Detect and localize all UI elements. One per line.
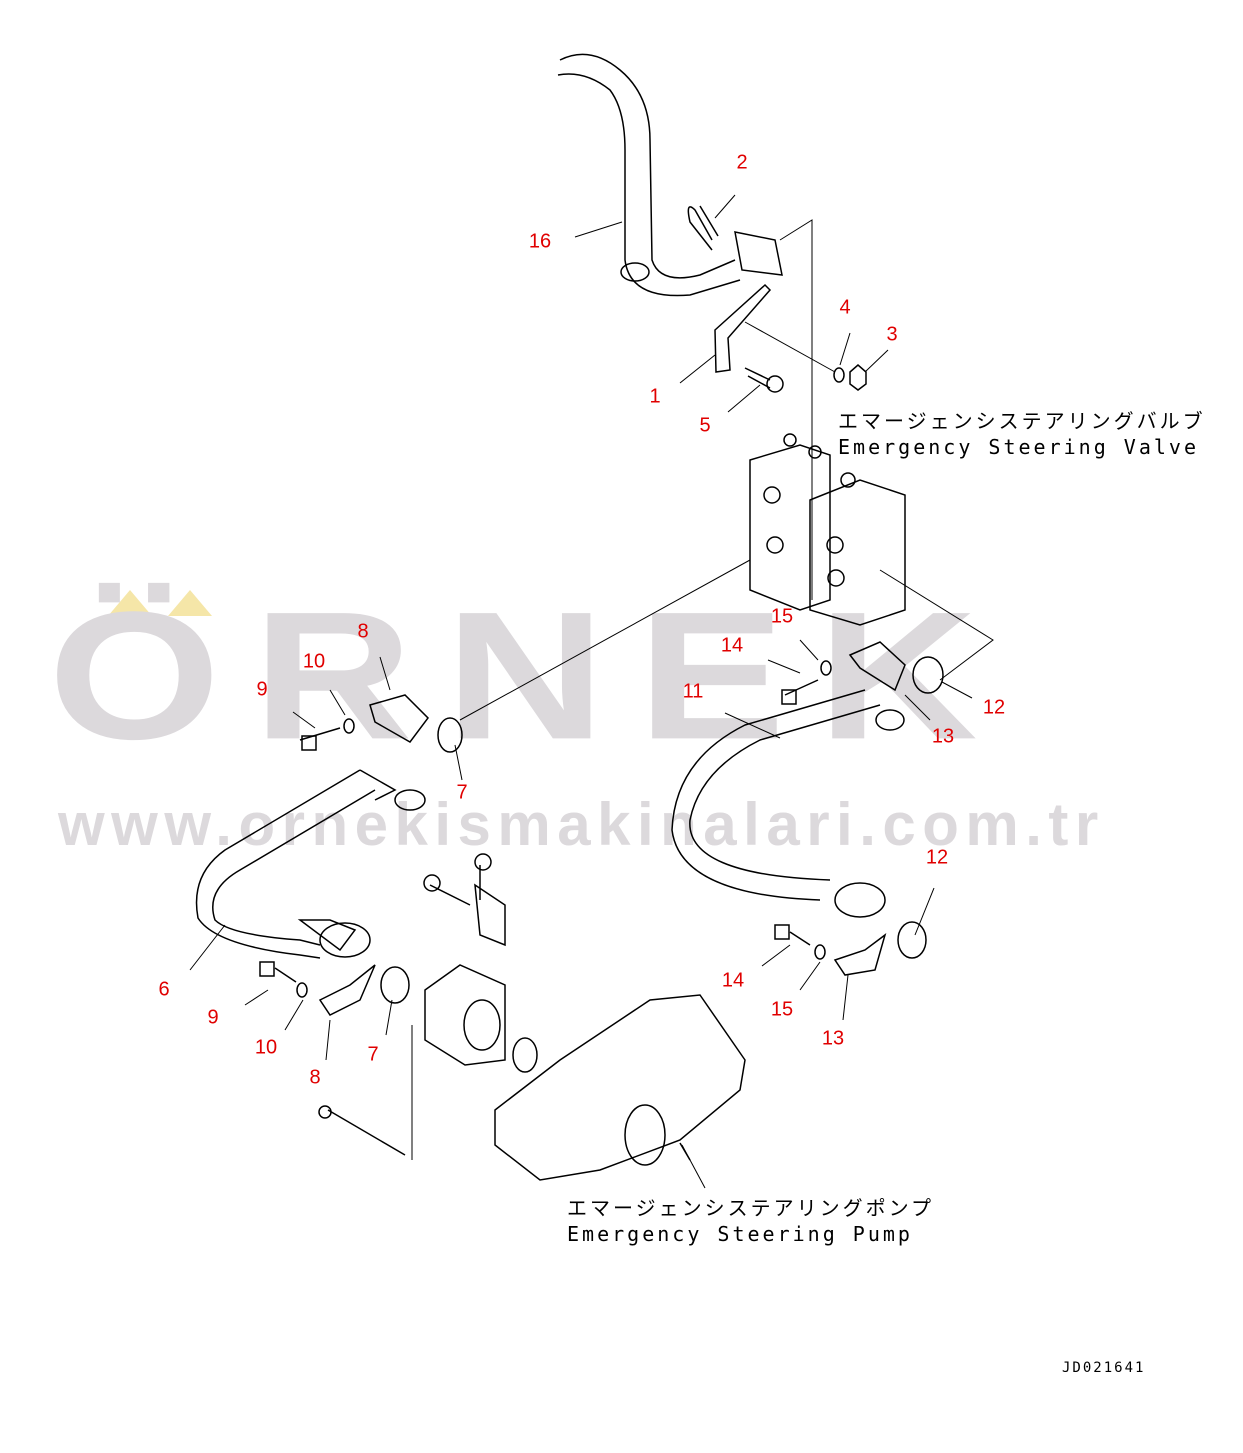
- valve-caption-jp: エマージェンシステアリングバルブ: [838, 409, 1206, 433]
- callout-label: 13: [821, 1027, 845, 1050]
- pipe-11: [671, 689, 905, 918]
- callout-label: 7: [456, 781, 468, 804]
- pump-caption-en: Emergency Steering Pump: [567, 1222, 913, 1246]
- callout-label: 8: [309, 1066, 321, 1089]
- bracket-1: [714, 283, 772, 373]
- washer-4: [833, 367, 845, 383]
- callout-label: 15: [770, 605, 794, 628]
- watermark-logo: ÖRNEK: [48, 574, 1010, 778]
- callout-label: 13: [931, 725, 955, 748]
- emergency-steering-valve: [749, 433, 906, 626]
- pump-caption: エマージェンシステアリングポンプ Emergency Steering Pump: [567, 1195, 934, 1247]
- callout-label: 4: [839, 296, 851, 319]
- drawing-id: JD021641: [1062, 1360, 1146, 1376]
- fittings: [259, 641, 944, 1016]
- callout-label: 12: [982, 696, 1006, 719]
- callout-label: 2: [736, 151, 748, 174]
- emergency-steering-pump: [318, 853, 746, 1181]
- callout-label: 12: [925, 846, 949, 869]
- callout-label: 6: [158, 978, 170, 1001]
- valve-caption-en: Emergency Steering Valve: [838, 435, 1199, 459]
- pump-caption-jp: エマージェンシステアリングポンプ: [567, 1196, 934, 1220]
- callout-label: 15: [770, 998, 794, 1021]
- callout-label: 5: [699, 414, 711, 437]
- callout-label: 1: [649, 385, 661, 408]
- callout-label: 9: [256, 678, 268, 701]
- callout-label: 8: [357, 620, 369, 643]
- callout-label: 7: [367, 1043, 379, 1066]
- pipe-6: [195, 769, 426, 959]
- callout-label: 10: [302, 650, 326, 673]
- callout-label: 3: [886, 323, 898, 346]
- pipe-16: [557, 53, 783, 297]
- callout-label: 11: [682, 680, 704, 703]
- callout-label: 14: [721, 969, 745, 992]
- nut-3: [849, 364, 867, 391]
- callout-label: 10: [254, 1036, 278, 1059]
- callout-label: 16: [528, 230, 552, 253]
- bolt-5: [744, 367, 784, 393]
- valve-caption: エマージェンシステアリングバルブ Emergency Steering Valv…: [838, 408, 1206, 460]
- leader-lines: [189, 194, 994, 1189]
- watermark-accent: [108, 590, 152, 616]
- u-bolt-2: [687, 205, 719, 251]
- watermark-accent: [168, 590, 212, 616]
- callout-label: 14: [720, 634, 744, 657]
- watermark-url: www.ornekismakinalari.com.tr: [58, 791, 1105, 858]
- callout-label: 9: [207, 1006, 219, 1029]
